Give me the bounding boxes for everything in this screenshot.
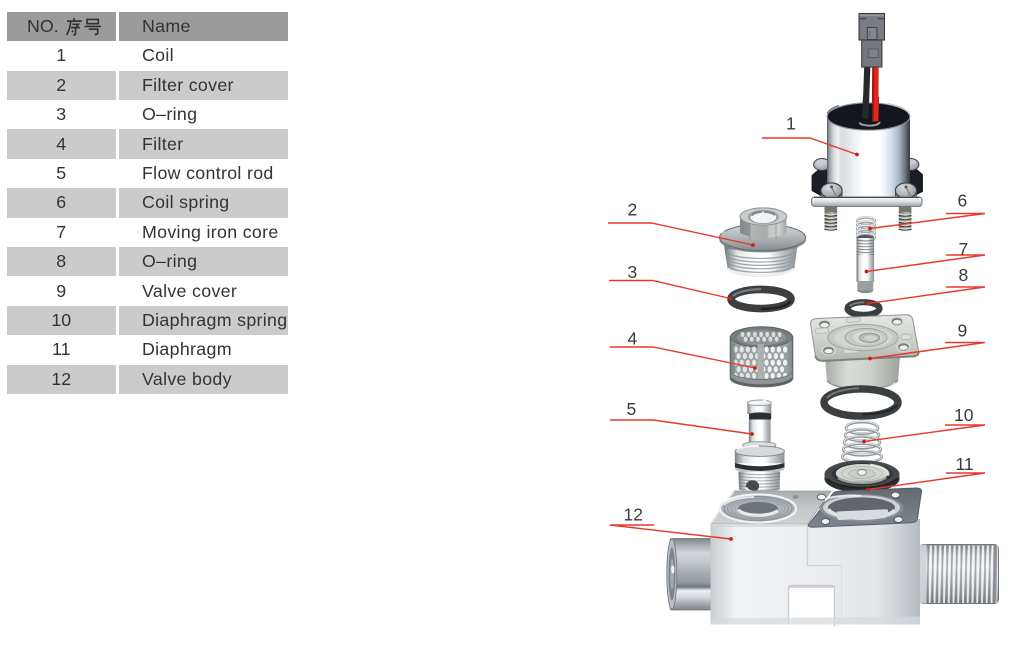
svg-text:2: 2: [628, 200, 638, 220]
svg-text:6: 6: [958, 191, 968, 211]
svg-text:11: 11: [956, 454, 974, 474]
svg-text:7: 7: [959, 239, 969, 259]
svg-text:9: 9: [958, 321, 968, 341]
svg-text:4: 4: [628, 329, 638, 349]
svg-text:3: 3: [628, 262, 638, 282]
svg-text:8: 8: [959, 265, 969, 285]
svg-text:10: 10: [954, 405, 974, 425]
svg-text:5: 5: [627, 399, 637, 419]
svg-text:1: 1: [786, 114, 796, 134]
svg-text:12: 12: [624, 505, 643, 525]
